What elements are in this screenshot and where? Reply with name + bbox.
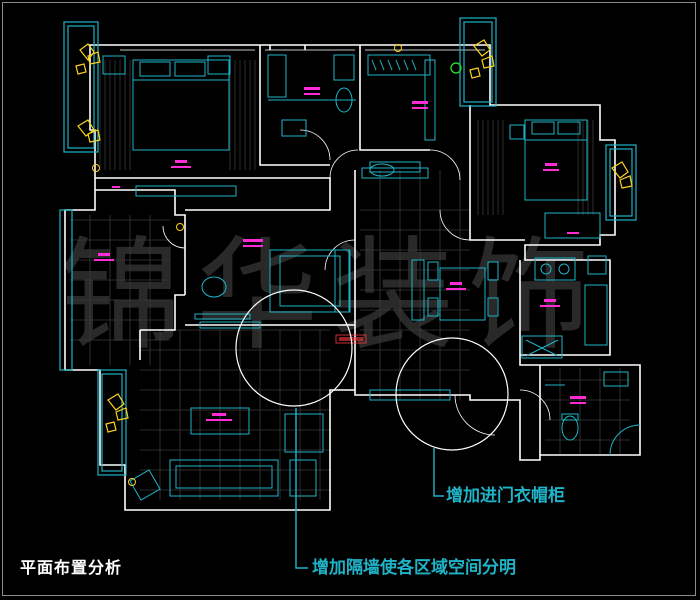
- leader-lines: [295, 408, 444, 569]
- living-furniture: [129, 321, 324, 501]
- plant-icon: [611, 161, 633, 189]
- plant-icon: [450, 62, 462, 74]
- highlight-circle-closet: [395, 337, 509, 451]
- room-label-kitchen: [544, 299, 556, 302]
- watermark-text: 锦华装饰: [60, 225, 604, 367]
- bathroom-fixtures-bottom: [545, 371, 641, 456]
- plant-icon: [75, 43, 101, 75]
- highlight-circle-partition: [235, 289, 353, 407]
- room-label-study: [243, 239, 263, 242]
- highlight-circles: [235, 289, 509, 451]
- dining-table: [411, 259, 499, 321]
- room-label-wardrobe: [567, 232, 579, 234]
- room-labels: [94, 87, 586, 421]
- room-label-balcony: [98, 253, 110, 256]
- plant-icon: [469, 39, 495, 79]
- plants: [75, 39, 633, 433]
- room-label-second-bedroom: [545, 163, 557, 166]
- room-label-bathroom-2: [570, 396, 586, 399]
- page-caption: 平面布置分析: [20, 558, 123, 577]
- plant-icon: [105, 393, 129, 433]
- kitchen-fixtures: [521, 255, 608, 359]
- study-furniture: [194, 249, 351, 320]
- room-label-storage: [112, 186, 120, 188]
- door-swings: [162, 129, 551, 436]
- room-label-master-bedroom: [175, 160, 187, 163]
- room-label-bathroom: [304, 87, 320, 90]
- annotation-closet: 增加进门衣帽柜: [446, 485, 565, 506]
- master-wardrobe: [135, 185, 237, 197]
- leader-line-closet: [433, 448, 444, 497]
- balconies: [59, 17, 637, 476]
- leader-line-partition: [295, 408, 308, 569]
- annotation-partition: 增加隔墙使各区域空间分明: [312, 557, 516, 578]
- plant-icon: [77, 119, 101, 143]
- bathroom-fixtures-top: [267, 54, 356, 137]
- furniture: [102, 54, 641, 501]
- outlet-markers: [92, 44, 402, 486]
- walk-in-closet: [367, 54, 436, 177]
- entrance-closet: [369, 389, 451, 401]
- master-bed: [102, 55, 231, 151]
- room-label-dining: [450, 282, 462, 285]
- second-bed: [509, 119, 601, 239]
- room-label-living: [212, 413, 226, 416]
- watermark: 锦华装饰: [60, 225, 604, 367]
- floor-tiles: [70, 60, 630, 500]
- room-label-closet: [412, 101, 428, 104]
